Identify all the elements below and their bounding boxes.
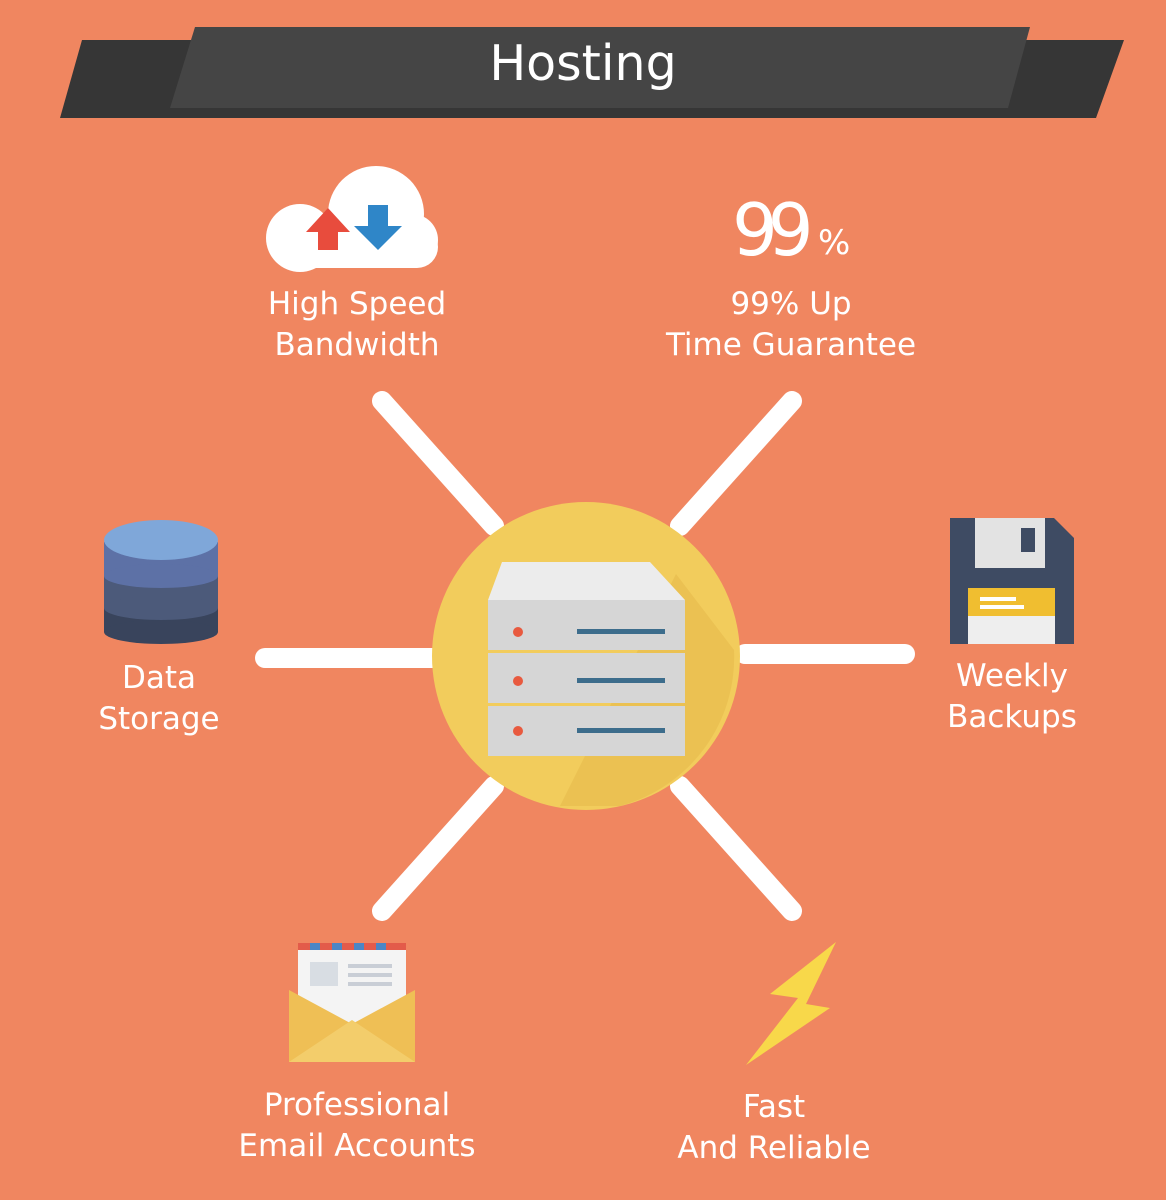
feature-uptime-line1: 99% Up bbox=[730, 286, 852, 322]
feature-bandwidth-line1: High Speed bbox=[267, 286, 447, 322]
feature-backups-line1: Weekly bbox=[956, 658, 1068, 694]
spoke-bottom-left bbox=[372, 776, 504, 921]
uptime-icon-number: 99 bbox=[732, 188, 809, 272]
cloud-transfer-icon bbox=[266, 166, 438, 272]
ninety-nine-percent-icon: 99 % bbox=[732, 188, 850, 272]
feature-storage-line2: Storage bbox=[98, 701, 220, 737]
feature-fast-line1: Fast bbox=[742, 1089, 806, 1125]
title-banner bbox=[60, 27, 1124, 118]
feature-backups-line2: Backups bbox=[947, 699, 1077, 735]
spoke-top-right bbox=[670, 391, 802, 536]
feature-backups-label: Weekly Backups bbox=[922, 656, 1102, 738]
feature-uptime-line2: Time Guarantee bbox=[665, 327, 917, 363]
feature-uptime-label: 99% Up Time Guarantee bbox=[630, 284, 952, 366]
uptime-icon-suffix: % bbox=[818, 223, 850, 263]
database-icon bbox=[104, 520, 218, 644]
connector-spokes bbox=[255, 391, 915, 921]
feature-email-line2: Email Accounts bbox=[238, 1128, 476, 1164]
feature-storage-label: Data Storage bbox=[56, 658, 262, 740]
floppy-disk-icon bbox=[950, 518, 1074, 644]
envelope-letter-icon bbox=[289, 943, 415, 1062]
feature-email-line1: Professional bbox=[263, 1087, 451, 1123]
feature-fast-label: Fast And Reliable bbox=[634, 1087, 914, 1169]
feature-fast-line2: And Reliable bbox=[677, 1130, 871, 1166]
feature-email-label: Professional Email Accounts bbox=[196, 1085, 518, 1167]
feature-bandwidth-line2: Bandwidth bbox=[274, 327, 440, 363]
lightning-bolt-icon bbox=[746, 942, 836, 1065]
page-title: Hosting bbox=[489, 35, 677, 92]
server-rack-icon bbox=[432, 502, 740, 810]
spoke-top-left bbox=[372, 391, 504, 536]
spoke-bottom-right bbox=[670, 776, 802, 921]
feature-bandwidth-label: High Speed Bandwidth bbox=[226, 284, 488, 366]
feature-storage-line1: Data bbox=[121, 660, 197, 696]
